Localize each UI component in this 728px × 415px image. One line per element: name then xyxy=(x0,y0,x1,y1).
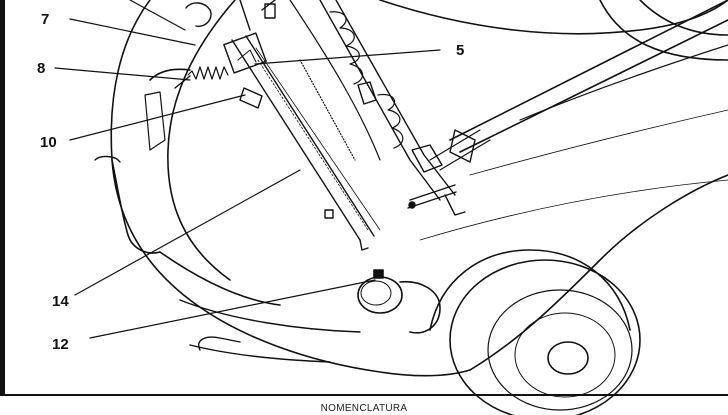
callout-14: 14 xyxy=(52,293,69,310)
leader-lines xyxy=(54,0,441,339)
bottom-frame-border xyxy=(0,394,728,396)
steering-column xyxy=(319,0,728,216)
release-rail xyxy=(231,35,381,251)
car-body xyxy=(110,0,728,377)
headlamp xyxy=(357,269,441,334)
callout-8: 8 xyxy=(37,60,46,77)
left-frame-border xyxy=(0,0,5,396)
callout-10: 10 xyxy=(40,134,57,151)
diagram-caption: NOMENCLATURA xyxy=(320,403,408,414)
latch-mechanism xyxy=(174,0,276,109)
callout-7: 7 xyxy=(41,11,50,28)
front-bumper xyxy=(94,155,361,363)
callout-5: 5 xyxy=(456,42,465,59)
front-wheel xyxy=(429,249,641,415)
callout-12: 12 xyxy=(52,336,69,353)
